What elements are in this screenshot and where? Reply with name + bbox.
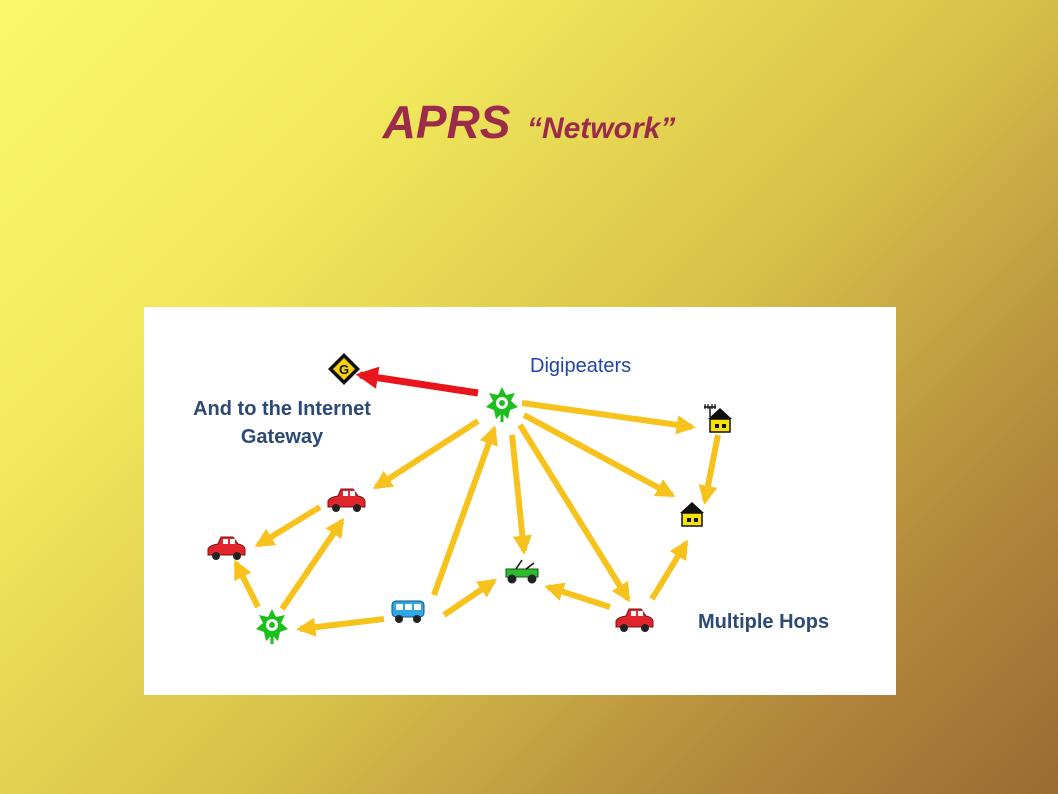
slide-title: APRS “Network”: [0, 95, 1058, 149]
svg-text:G: G: [339, 362, 349, 377]
arrow-car-bottom-right-to-home: [649, 539, 689, 601]
digipeater-icon: [486, 387, 518, 422]
gateway-icon: G: [328, 353, 360, 385]
network-diagram: G: [207, 353, 733, 644]
digipeater-icon: [256, 609, 288, 644]
arrow-digi-to-home: [522, 412, 676, 498]
multiple-hops-label: Multiple Hops: [698, 611, 830, 633]
car-icon: [207, 536, 246, 561]
arrow-digi-to-gateway: [355, 366, 479, 397]
arrow-digi-bottom-to-car-top: [279, 517, 345, 611]
van-icon: [391, 600, 425, 623]
home-station-antenna-icon: [704, 404, 733, 433]
arrow-van-to-jeep: [442, 578, 498, 618]
digipeaters-label: Digipeaters: [530, 355, 632, 377]
arrow-car-bottom-right-to-jeep: [544, 582, 611, 610]
slide-title-sub: “Network”: [526, 112, 676, 145]
arrow-digi-bottom-to-car-left: [233, 559, 261, 609]
arrow-digi-to-home-antenna: [521, 400, 696, 435]
slide-title-main: APRS: [382, 96, 511, 148]
home-station-icon: [679, 501, 705, 527]
arrow-digi-to-car-bottom-right: [517, 423, 631, 603]
network-diagram-panel: G: [144, 307, 896, 695]
jeep-icon: [505, 559, 539, 584]
arrow-digi-to-jeep: [509, 434, 532, 555]
car-icon: [615, 608, 654, 633]
car-icon: [327, 488, 366, 513]
arrow-van-to-digi-bottom: [296, 616, 385, 637]
arrow-car-top-to-car-left: [254, 504, 322, 548]
arrow-home-antenna-to-home: [698, 434, 721, 505]
arrow-digi-to-car-top: [372, 418, 480, 490]
arrow-van-to-digi: [431, 425, 498, 597]
gateway-label: And to the Internet Gateway: [193, 398, 371, 448]
